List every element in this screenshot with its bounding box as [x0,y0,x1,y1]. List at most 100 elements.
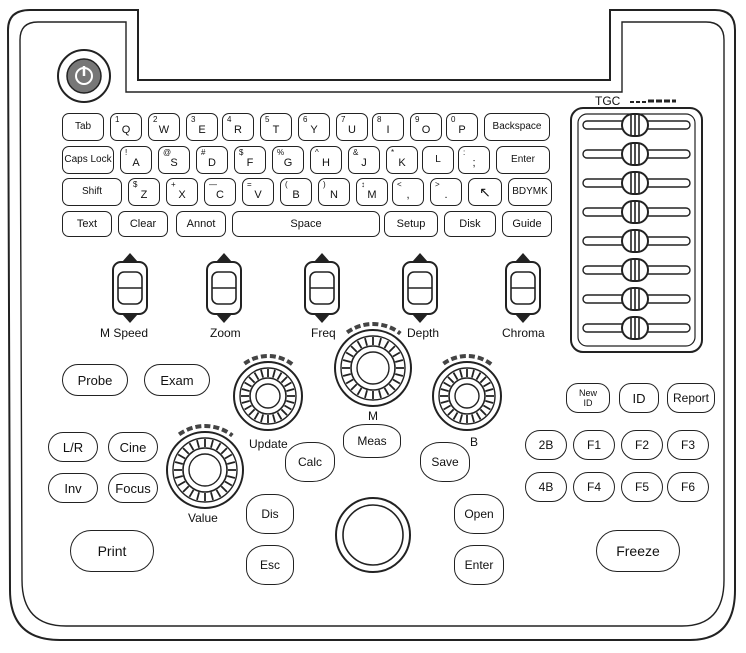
key-h[interactable]: ^H [310,146,342,174]
m-knob[interactable] [334,322,412,407]
f-key-f1[interactable]: F1 [573,430,615,460]
open-button[interactable]: Open [454,494,504,534]
update-knob[interactable] [233,354,303,431]
key-c[interactable]: —C [204,178,236,206]
save-button[interactable]: Save [420,442,470,482]
key-symbol: $ [239,148,244,157]
key-symbol: = [247,180,252,189]
key-symbol: < [397,180,402,189]
key-annot[interactable]: Annot [176,211,226,237]
f-key-f2[interactable]: F2 [621,430,663,460]
rocker-depth[interactable] [402,253,438,323]
key-clear[interactable]: Clear [118,211,168,237]
key-[interactable]: >. [430,178,462,206]
lr-button[interactable]: L/R [48,432,98,462]
freeze-button[interactable]: Freeze [596,530,680,572]
key-caps-lock[interactable]: Caps Lock [62,146,114,174]
key-disk[interactable]: Disk [444,211,496,237]
tgc-slider[interactable] [582,229,691,253]
report-button[interactable]: Report [667,383,715,413]
key-symbol: 0 [451,115,456,124]
knob-label-m: M [368,409,378,423]
focus-button[interactable]: Focus [108,473,158,503]
key-[interactable]: :; [458,146,490,174]
rocker-m-speed[interactable] [112,253,148,323]
id-button[interactable]: ID [619,383,659,413]
key-z[interactable]: $Z [128,178,160,206]
f-key-f6[interactable]: F6 [667,472,709,502]
key-shift[interactable]: Shift [62,178,122,206]
f-key-f4[interactable]: F4 [573,472,615,502]
exam-button[interactable]: Exam [144,364,210,396]
f-key-f5[interactable]: F5 [621,472,663,502]
trackball[interactable] [335,497,411,573]
key-label: F [246,156,254,169]
power-button[interactable] [57,49,111,103]
key-x[interactable]: +X [166,178,198,206]
print-button[interactable]: Print [70,530,154,572]
rocker-zoom[interactable] [206,253,242,323]
tgc-slider[interactable] [582,287,691,311]
key-backspace[interactable]: Backspace [484,113,550,141]
inv-button[interactable]: Inv [48,473,98,503]
value-knob[interactable] [166,424,244,509]
dis-button[interactable]: Dis [246,494,294,534]
key-n[interactable]: )N [318,178,350,206]
key-v[interactable]: =V [242,178,274,206]
f-key-f3[interactable]: F3 [667,430,709,460]
key-bdymk[interactable]: BDYMK [508,178,552,206]
tgc-slider[interactable] [582,142,691,166]
cine-button[interactable]: Cine [108,432,158,462]
key-k[interactable]: *K [386,146,418,174]
key-label: Y [310,123,318,136]
key-s[interactable]: @S [158,146,190,174]
meas-button[interactable]: Meas [343,424,401,458]
key-tab[interactable]: Tab [62,113,104,141]
key-g[interactable]: %G [272,146,304,174]
f-key-4b[interactable]: 4B [525,472,567,502]
tgc-slider[interactable] [582,316,691,340]
key-j[interactable]: &J [348,146,380,174]
key-symbol: & [353,148,359,157]
key-d[interactable]: #D [196,146,228,174]
key-space[interactable]: Space [232,211,380,237]
key-label: Z [140,188,148,201]
enter-button[interactable]: Enter [454,545,504,585]
tgc-slider[interactable] [582,171,691,195]
tgc-slider[interactable] [582,200,691,224]
key-text[interactable]: Text [62,211,112,237]
probe-button[interactable]: Probe [62,364,128,396]
rocker-chroma[interactable] [505,253,541,323]
key-f[interactable]: $F [234,146,266,174]
b-knob[interactable] [432,354,502,431]
esc-button[interactable]: Esc [246,545,294,585]
f-key-2b[interactable]: 2B [525,430,567,460]
key-b[interactable]: (B [280,178,312,206]
tgc-slider[interactable] [582,258,691,282]
key-label: W [158,123,170,136]
key-[interactable]: <, [392,178,424,206]
calc-button[interactable]: Calc [285,442,335,482]
rocker-freq[interactable] [304,253,340,323]
key-m[interactable]: ↕M [356,178,388,206]
key-l[interactable]: L [422,146,454,174]
tgc-slider[interactable] [582,113,691,137]
key-label: Setup [396,217,426,230]
key-arrow-cursor[interactable]: ↖ [468,178,502,206]
key-setup[interactable]: Setup [384,211,438,237]
key-symbol: 5 [265,115,270,124]
key-guide[interactable]: Guide [502,211,552,237]
key-a[interactable]: !A [120,146,152,174]
key-enter[interactable]: Enter [496,146,550,174]
